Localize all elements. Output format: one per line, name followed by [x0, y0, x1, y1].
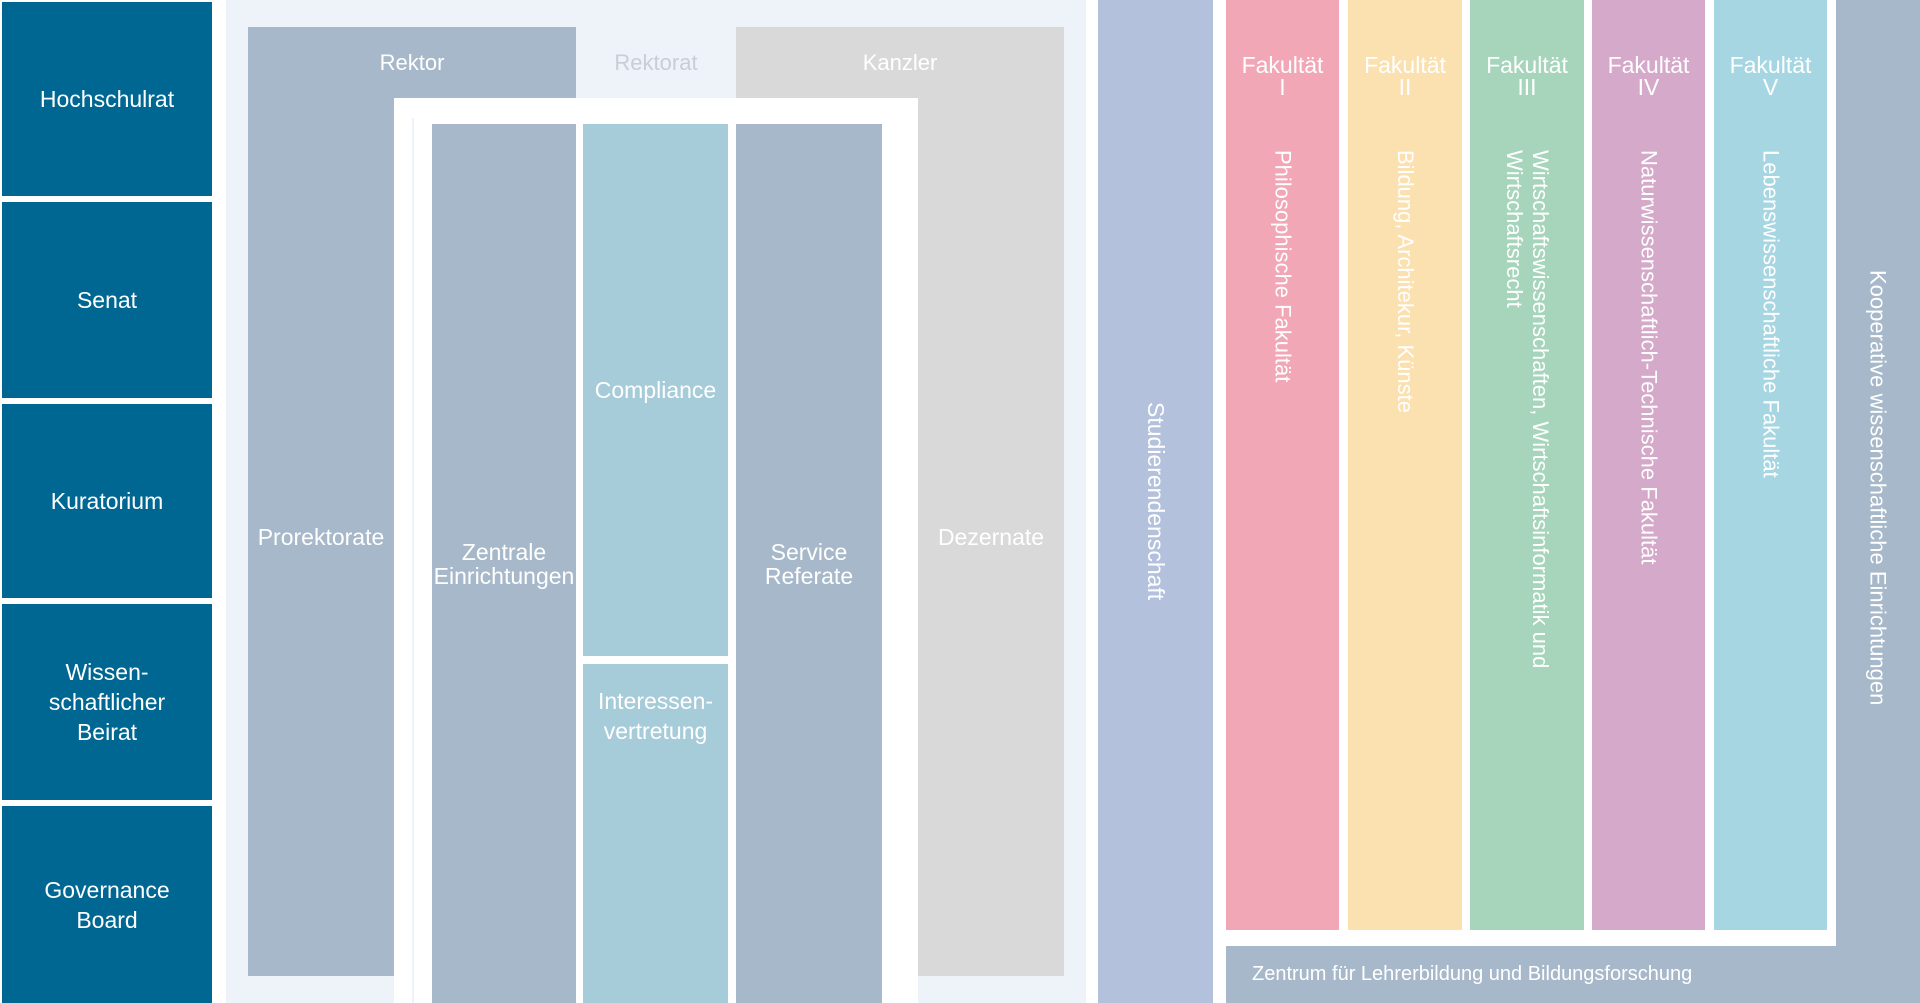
interessen-label-line2: vertretung: [603, 718, 708, 744]
faculty-4-number: IV: [1637, 74, 1660, 100]
faculty-1-name-wrap: Philosophische Fakultät: [1226, 150, 1339, 382]
prorektorate-block: Prorektorate: [248, 98, 394, 976]
senat-label: Senat: [76, 287, 138, 313]
beirat-label-line3: Beirat: [76, 719, 138, 745]
beirat-label-line2: schaftlicher: [48, 689, 166, 715]
inner-frame-gap: [412, 118, 414, 1003]
prorektorate-label: Prorektorate: [257, 524, 385, 550]
hochschulrat-label: Hochschulrat: [39, 86, 175, 112]
faculty-4-name: Naturwissenschaftlich-Technische Fakultä…: [1636, 150, 1662, 565]
faculty-1-name: Philosophische Fakultät: [1270, 150, 1296, 383]
studierendenschaft-block: Studierendenschaft: [1098, 0, 1213, 1003]
kanzler-header: Kanzler: [736, 27, 1064, 98]
governance-board: Governance Board: [2, 806, 212, 1003]
kooperative-label-wrap: Kooperative wissenschaftliche Einrichtun…: [1836, 270, 1920, 705]
faculty-2-number: II: [1398, 74, 1412, 100]
faculty-3-name-wrap: Wirtschaftswissenschaften, Wirtschaftsin…: [1470, 150, 1584, 730]
faculty-3-word: Fakultät: [1486, 52, 1568, 78]
faculty-3-number: III: [1517, 74, 1537, 100]
governance-hochschulrat: Hochschulrat: [2, 2, 212, 196]
faculty-4-name-wrap: Naturwissenschaftlich-Technische Fakultä…: [1592, 150, 1705, 565]
faculty-1-word: Fakultät: [1241, 52, 1324, 78]
faculty-5-name-wrap: Lebenswissenschaftliche Fakultät: [1714, 150, 1827, 478]
governance-senat: Senat: [2, 202, 212, 398]
rektor-header: Rektor: [248, 27, 576, 98]
compliance-block: Compliance: [583, 124, 728, 656]
kanzler-label: Kanzler: [862, 49, 938, 75]
governance-wissenschaftlicher-beirat: Wissen- schaftlicher Beirat: [2, 604, 212, 800]
dezernate-block: Dezernate: [918, 98, 1064, 976]
compliance-label: Compliance: [594, 377, 717, 403]
zentrale-einrichtungen-block: Zentrale Einrichtungen: [432, 124, 576, 1003]
governance-kuratorium: Kuratorium: [2, 404, 212, 598]
beirat-label-line1: Wissen-: [65, 659, 149, 685]
faculty-5-number: V: [1762, 74, 1779, 100]
zentrum-lehrerbildung-block: Zentrum für Lehrerbildung und Bildungsfo…: [1226, 946, 1920, 1003]
kuratorium-label: Kuratorium: [50, 488, 164, 514]
service-referate-block: Service Referate: [736, 124, 882, 1003]
faculty-2-name: Bildung, Architekur, Künste: [1393, 150, 1418, 413]
faculty-2-name-wrap: Bildung, Architekur, Künste: [1348, 150, 1462, 413]
faculty-1-number: I: [1279, 74, 1286, 100]
kooperative-label: Kooperative wissenschaftliche Einrichtun…: [1865, 270, 1891, 706]
interessenvertretung-block: Interessen- vertretung: [583, 664, 728, 1003]
rektorat-label: Rektorat: [614, 50, 698, 75]
faculty-5-name: Lebenswissenschaftliche Fakultät: [1758, 150, 1784, 478]
board-label-line1: Governance: [44, 876, 170, 903]
interessen-label-line1: Interessen-: [597, 688, 714, 714]
dezernate-label: Dezernate: [937, 524, 1045, 550]
faculty-4-word: Fakultät: [1607, 52, 1690, 78]
studierendenschaft-label: Studierendenschaft: [1143, 402, 1169, 601]
rektor-label: Rektor: [379, 49, 445, 75]
board-label-line2: Board: [76, 906, 138, 933]
kooperative-einrichtungen-block: Kooperative wissenschaftliche Einrichtun…: [1836, 0, 1920, 1003]
faculty-5-word: Fakultät: [1729, 52, 1812, 78]
faculty-2-word: Fakultät: [1364, 52, 1446, 78]
service-label-line1: Service: [770, 538, 848, 565]
zentrum-label: Zentrum für Lehrerbildung und Bildungsfo…: [1252, 963, 1693, 985]
zentrale-label-line1: Zentrale: [461, 538, 547, 565]
zentrale-label-line2: Einrichtungen: [433, 562, 575, 589]
faculty-3-name: Wirtschaftswissenschaften, Wirtschaftsin…: [1502, 150, 1553, 669]
service-label-line2: Referate: [764, 562, 854, 589]
